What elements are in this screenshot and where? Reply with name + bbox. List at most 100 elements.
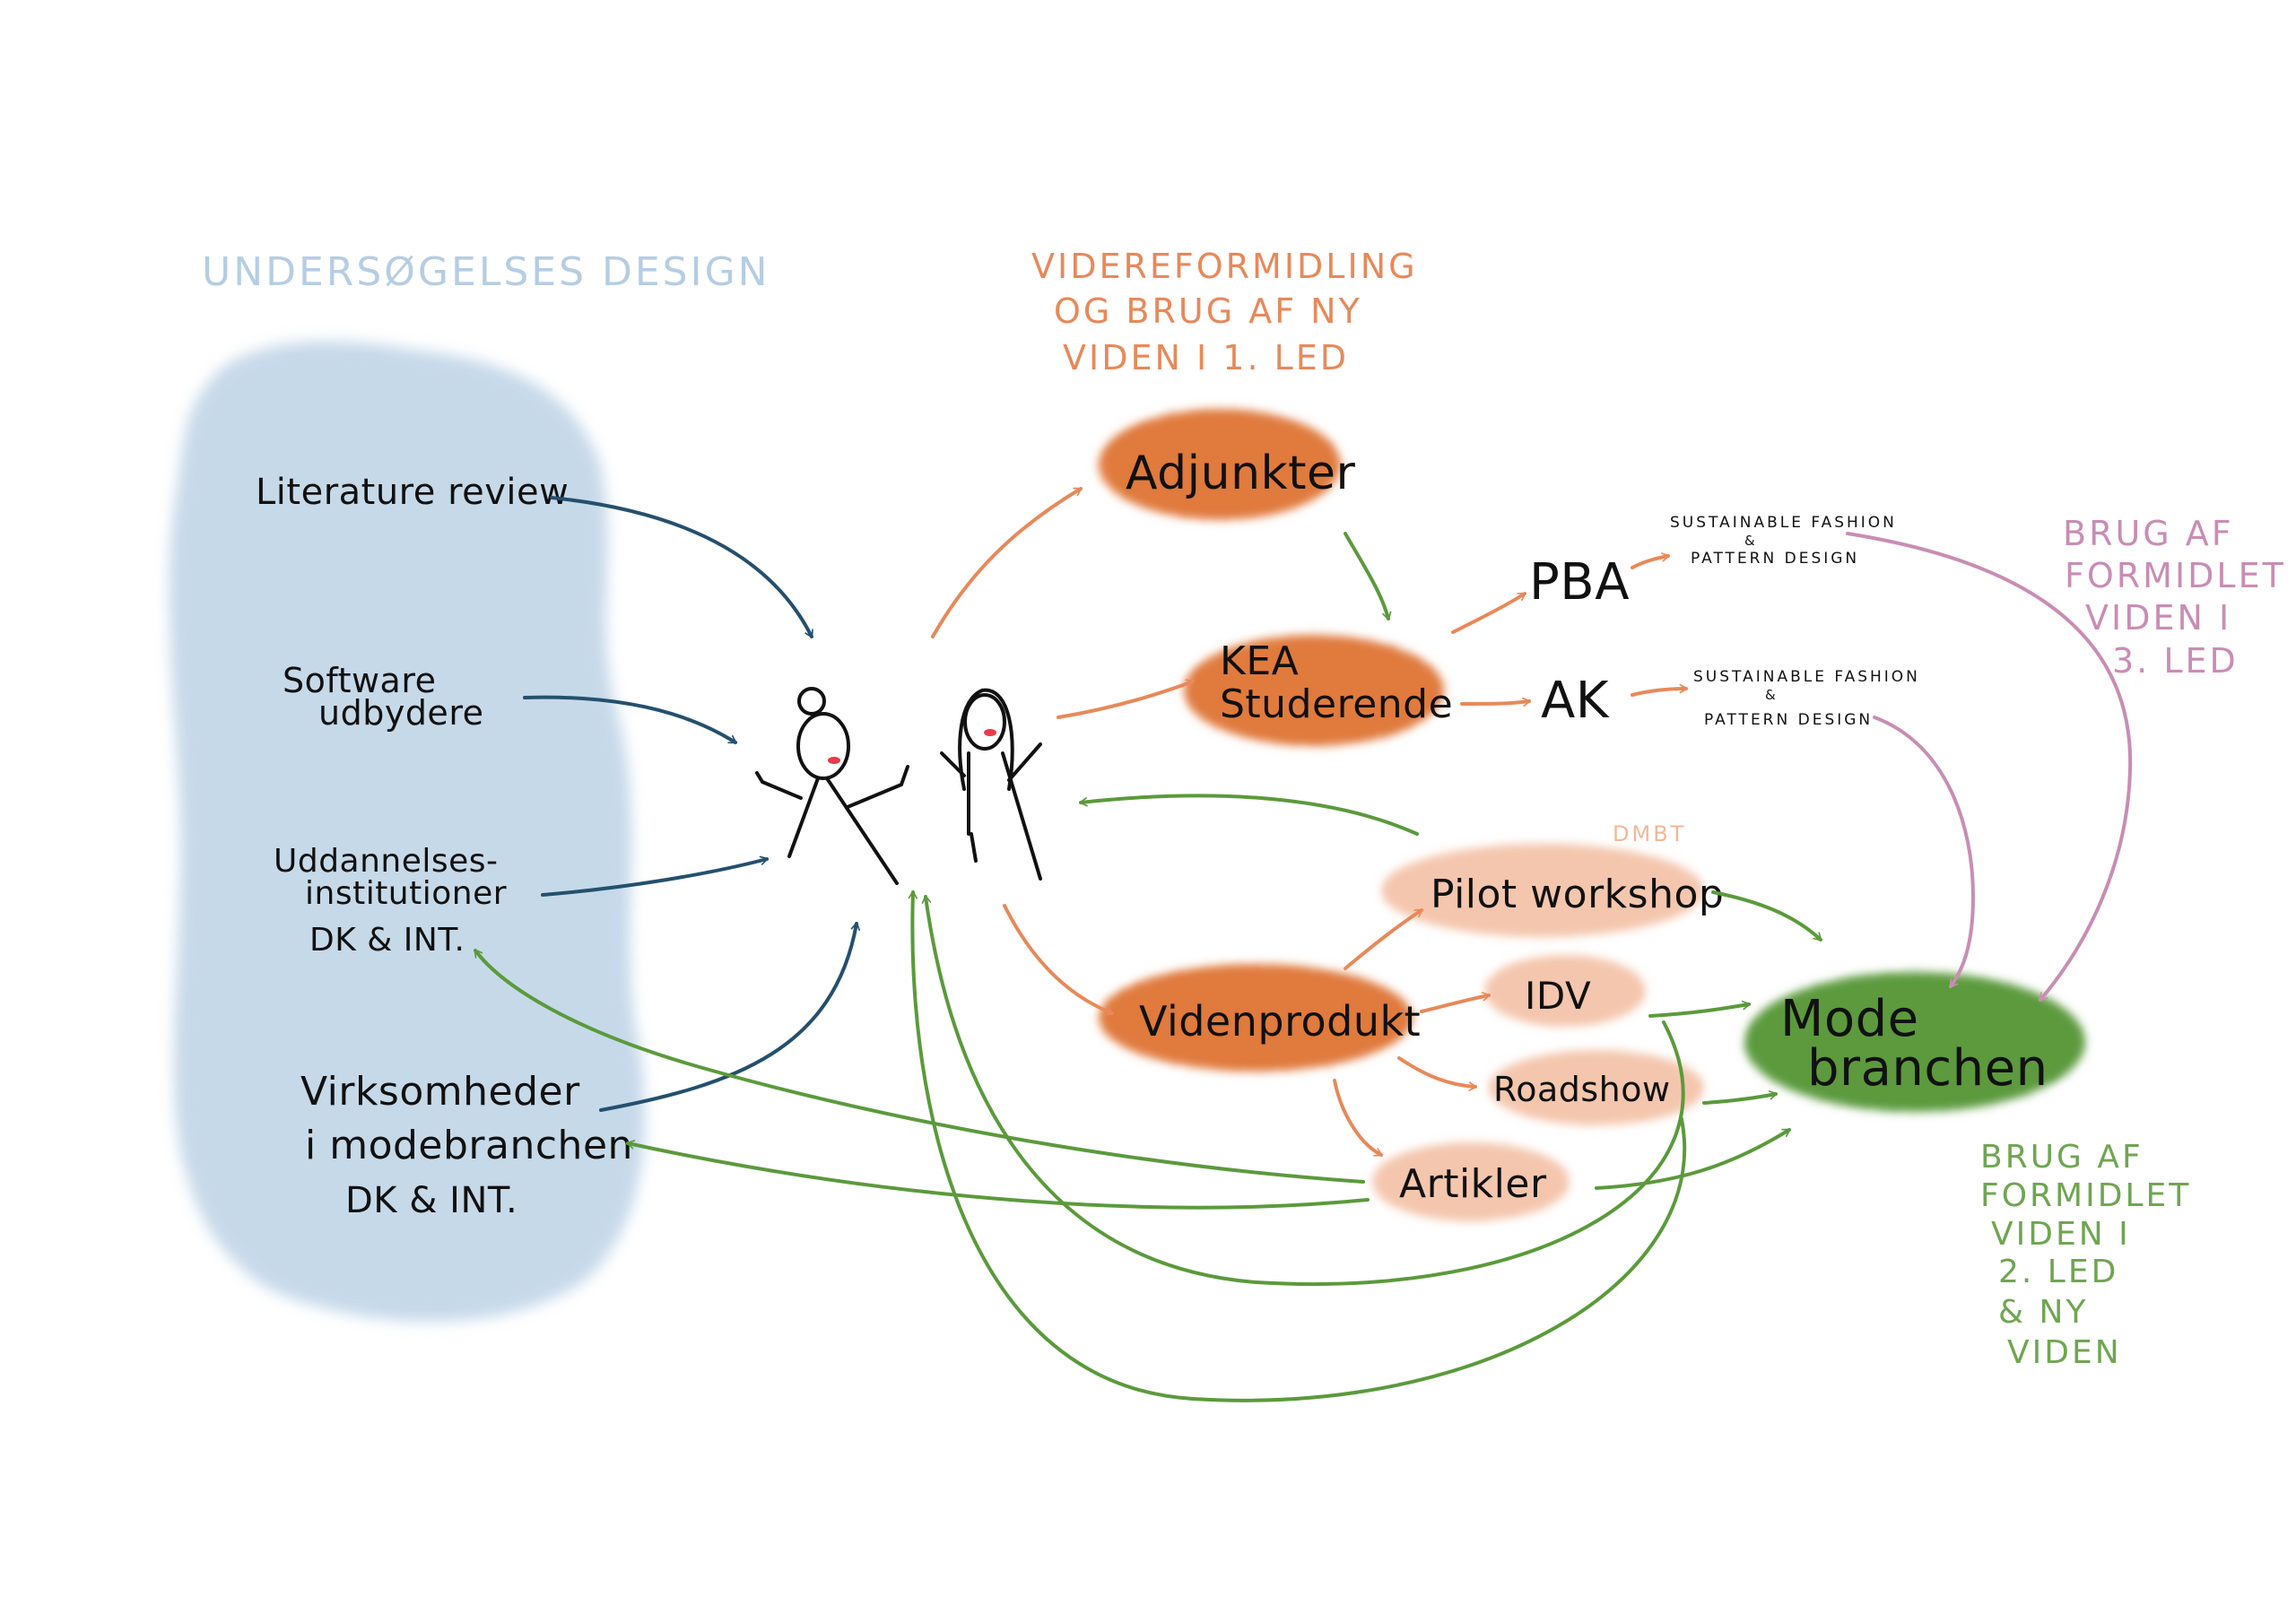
- arrow-education-to-researchers: [541, 855, 769, 897]
- node-pilot-workshop: Pilot workshop DMBT: [1381, 821, 1724, 937]
- source-software-udbydere: Software udbydere: [283, 661, 483, 733]
- kea-blob: [1184, 635, 1444, 746]
- software-label-line1: Software: [283, 661, 437, 700]
- mode-label-line1: Mode: [1780, 990, 1919, 1048]
- source-virksomheder: Virksomheder i modebranchen DK & INT.: [300, 1069, 633, 1221]
- arrow-videnprodukt-to-artikler: [1333, 1079, 1383, 1157]
- use-2nd-line4: 2. LED: [1998, 1254, 2118, 1290]
- arrow-researchers-to-videnprodukt: [1003, 904, 1114, 1016]
- kea-label-line1: KEA: [1220, 638, 1299, 684]
- ak-label: AK: [1541, 672, 1610, 730]
- pilot-workshop-label: Pilot workshop: [1431, 872, 1724, 917]
- program-pba-line1: SUSTAINABLE FASHION: [1670, 514, 1897, 532]
- research-design-cloud: [169, 341, 646, 1322]
- orange-arrows: [931, 487, 1688, 1157]
- node-idv: IDV: [1484, 955, 1646, 1027]
- use-2nd-line1: BRUG AF: [1980, 1139, 2144, 1176]
- use-2nd-line3: VIDEN I: [1991, 1216, 2131, 1253]
- idv-blob: [1484, 955, 1646, 1027]
- idv-label: IDV: [1525, 974, 1591, 1018]
- program-pba-line2: &: [1744, 533, 1758, 549]
- arrow-kea-to-pba: [1451, 592, 1526, 634]
- artikler-label: Artikler: [1399, 1161, 1547, 1207]
- program-ak-line2: &: [1765, 687, 1779, 703]
- companies-label-line2: i modebranchen: [305, 1123, 633, 1168]
- source-arrows: [523, 496, 860, 1112]
- arrow-roadshow-loop-to-researchers: [908, 890, 1687, 1402]
- node-roadshow: Roadshow: [1489, 1050, 1704, 1125]
- dmbt-label: DMBT: [1613, 821, 1686, 846]
- videnprodukt-blob: [1099, 964, 1413, 1072]
- pilot-workshop-blob: [1381, 844, 1704, 937]
- kea-label-line2: Studerende: [1220, 681, 1453, 727]
- use-2nd-heading: BRUG AF FORMIDLET VIDEN I 2. LED & NY VI…: [1980, 1139, 2191, 1371]
- use-2nd-line2: FORMIDLET: [1980, 1177, 2191, 1214]
- education-label-line3: DK & INT.: [309, 922, 465, 959]
- adjunkter-blob: [1099, 409, 1341, 520]
- use-3rd-line3: VIDEN I: [2085, 598, 2231, 638]
- researcher-figure-2: [940, 688, 1042, 881]
- arrow-software-to-researchers: [523, 695, 737, 744]
- researchers-figures: [755, 687, 1042, 885]
- pba-label: PBA: [1529, 553, 1630, 612]
- use-3rd-heading: BRUG AF FORMIDLET VIDEN I 3. LED: [2063, 514, 2286, 681]
- arrow-ak-program-to-mode: [1873, 716, 1976, 988]
- use-3rd-line2: FORMIDLET: [2065, 556, 2286, 595]
- pink-arrows: [1846, 532, 2133, 1002]
- software-label-line2: udbydere: [318, 693, 483, 733]
- arrow-videnprodukt-to-idv: [1420, 992, 1491, 1013]
- node-mode-branchen: Mode branchen: [1744, 972, 2085, 1112]
- program-ak: SUSTAINABLE FASHION & PATTERN DESIGN: [1693, 668, 1918, 729]
- green-arrow-adjunkter-kea: [1344, 532, 1392, 621]
- arrow-pilot-to-researchers: [1079, 794, 1419, 836]
- arrow-pilot-to-mode: [1711, 890, 1822, 942]
- use-2nd-line6: VIDEN: [2007, 1334, 2122, 1371]
- dissemination-heading-line3: VIDEN I 1. LED: [1063, 338, 1349, 378]
- arrow-artikler-to-companies: [626, 1140, 1370, 1210]
- artikler-blob: [1372, 1142, 1570, 1221]
- use-3rd-line1: BRUG AF: [2063, 514, 2234, 553]
- node-videnprodukt: Videnprodukt: [1099, 964, 1421, 1072]
- arrow-pba-to-program: [1631, 552, 1670, 569]
- program-pba-line3: PATTERN DESIGN: [1691, 550, 1859, 568]
- node-adjunkter: Adjunkter: [1099, 409, 1356, 520]
- arrow-artikler-to-education: [474, 949, 1365, 1184]
- videnprodukt-label: Videnprodukt: [1139, 997, 1421, 1046]
- adjunkter-label: Adjunkter: [1126, 447, 1356, 500]
- arrow-roadshow-to-mode: [1702, 1090, 1778, 1105]
- arrow-kea-to-ak: [1460, 697, 1531, 707]
- mode-branchen-blob: [1744, 972, 2085, 1112]
- arrow-literature-to-researchers: [550, 496, 813, 638]
- use-2nd-line5: & NY: [1998, 1294, 2088, 1331]
- researcher-figure-1: [755, 687, 909, 885]
- companies-label-line1: Virksomheder: [300, 1069, 580, 1115]
- research-design-heading: UNDERSØGELSES DESIGN: [202, 249, 770, 295]
- source-uddannelses-institutioner: Uddannelses- institutioner DK & INT.: [274, 843, 507, 959]
- node-pba: PBA: [1529, 553, 1630, 612]
- dissemination-heading-line1: VIDEREFORMIDLING: [1031, 247, 1418, 286]
- arrow-ak-to-program: [1631, 683, 1688, 697]
- node-ak: AK: [1541, 672, 1610, 730]
- arrow-researchers-to-kea: [1057, 679, 1195, 719]
- arrow-idv-loop-to-researchers: [921, 895, 1685, 1287]
- mode-label-line2: branchen: [1807, 1039, 2048, 1098]
- node-artikler: Artikler: [1372, 1142, 1570, 1221]
- arrow-artikler-to-mode: [1595, 1128, 1791, 1190]
- research-design-heading-text: UNDERSØGELSES DESIGN: [202, 249, 770, 295]
- literature-review-label: Literature review: [256, 472, 569, 513]
- use-3rd-line4: 3. LED: [2112, 641, 2239, 681]
- education-label-line1: Uddannelses-: [274, 843, 499, 880]
- roadshow-blob: [1489, 1050, 1704, 1125]
- arrow-idv-to-mode: [1648, 1000, 1751, 1018]
- node-kea-studerende: KEA Studerende: [1184, 635, 1453, 746]
- arrow-researchers-to-adjunkter: [931, 487, 1083, 638]
- program-ak-line3: PATTERN DESIGN: [1704, 711, 1873, 729]
- companies-label-line3: DK & INT.: [345, 1180, 517, 1221]
- program-pba: SUSTAINABLE FASHION & PATTERN DESIGN: [1670, 514, 1897, 568]
- arrow-videnprodukt-to-roadshow: [1397, 1056, 1477, 1091]
- arrow-videnprodukt-to-pilot: [1344, 908, 1423, 970]
- education-label-line2: institutioner: [305, 875, 507, 912]
- roadshow-label: Roadshow: [1493, 1070, 1671, 1109]
- arrow-companies-to-researchers: [599, 922, 860, 1112]
- arrow-pba-program-to-mode: [1846, 532, 2133, 1002]
